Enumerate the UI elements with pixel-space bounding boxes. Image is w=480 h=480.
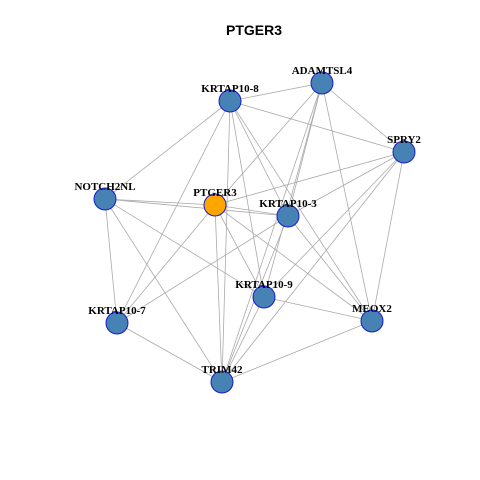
edge-notch2nl-ptger3 [104, 198, 216, 206]
node-label-krtap10-3: KRTAP10-3 [259, 198, 317, 210]
node-krtap10-3[interactable] [276, 204, 300, 228]
edge-krtap10-3-krtap10-7 [116, 215, 289, 324]
node-label-krtap10-9: KRTAP10-9 [235, 279, 293, 291]
edge-krtap10-8-krtap10-3 [229, 100, 289, 217]
edge-notch2nl-krtap10-7 [104, 198, 118, 324]
edge-krtap10-8-krtap10-7 [116, 100, 231, 324]
edge-adamtsl4-ptger3 [214, 82, 323, 206]
edge-spry2-krtap10-3 [287, 151, 405, 217]
edge-krtap10-7-trim42 [116, 322, 223, 383]
edge-layer [104, 82, 405, 383]
edge-ptger3-krtap10-3 [214, 204, 289, 217]
node-meox2[interactable] [360, 309, 384, 333]
edge-krtap10-8-adamtsl4 [229, 82, 323, 102]
node-label-ptger3: PTGER3 [193, 187, 237, 199]
node-krtap10-8[interactable] [218, 89, 242, 113]
edge-krtap10-9-trim42 [221, 296, 265, 383]
edge-krtap10-9-meox2 [263, 296, 373, 322]
edge-krtap10-8-krtap10-9 [229, 100, 265, 298]
graph-title: PTGER3 [226, 22, 282, 38]
node-label-meox2: MEOX2 [352, 303, 392, 315]
edge-spry2-krtap10-9 [263, 151, 405, 298]
edge-notch2nl-krtap10-9 [104, 198, 265, 298]
edge-adamtsl4-meox2 [321, 82, 373, 322]
edge-spry2-meox2 [371, 151, 405, 322]
edge-adamtsl4-spry2 [321, 82, 405, 153]
node-label-krtap10-8: KRTAP10-8 [201, 83, 259, 95]
node-krtap10-9[interactable] [252, 285, 276, 309]
node-label-adamtsl4: ADAMTSL4 [292, 65, 353, 77]
node-label-notch2nl: NOTCH2NL [74, 181, 135, 193]
node-trim42[interactable] [210, 370, 234, 394]
edge-krtap10-8-meox2 [229, 100, 373, 322]
node-krtap10-7[interactable] [105, 311, 129, 335]
edge-adamtsl4-krtap10-9 [263, 82, 323, 298]
edge-krtap10-8-spry2 [229, 100, 405, 153]
node-ptger3[interactable] [203, 193, 227, 217]
edge-notch2nl-trim42 [104, 198, 223, 383]
edge-ptger3-krtap10-9 [214, 204, 265, 298]
edge-spry2-ptger3 [214, 151, 405, 206]
node-spry2[interactable] [392, 140, 416, 164]
node-layer [93, 71, 416, 394]
edge-krtap10-8-trim42 [221, 100, 231, 383]
edge-notch2nl-krtap10-3 [104, 198, 289, 217]
edge-adamtsl4-trim42 [221, 82, 323, 383]
node-label-trim42: TRIM42 [202, 364, 243, 376]
edge-meox2-trim42 [221, 320, 373, 383]
edge-krtap10-8-notch2nl [104, 100, 231, 200]
node-label-spry2: SPRY2 [387, 134, 421, 146]
edge-ptger3-meox2 [214, 204, 373, 322]
node-notch2nl[interactable] [93, 187, 117, 211]
edge-krtap10-3-meox2 [287, 215, 373, 322]
node-label-krtap10-7: KRTAP10-7 [88, 305, 146, 317]
edge-ptger3-trim42 [214, 204, 223, 383]
edge-ptger3-krtap10-7 [116, 204, 216, 324]
node-adamtsl4[interactable] [310, 71, 334, 95]
edge-spry2-trim42 [221, 151, 405, 383]
